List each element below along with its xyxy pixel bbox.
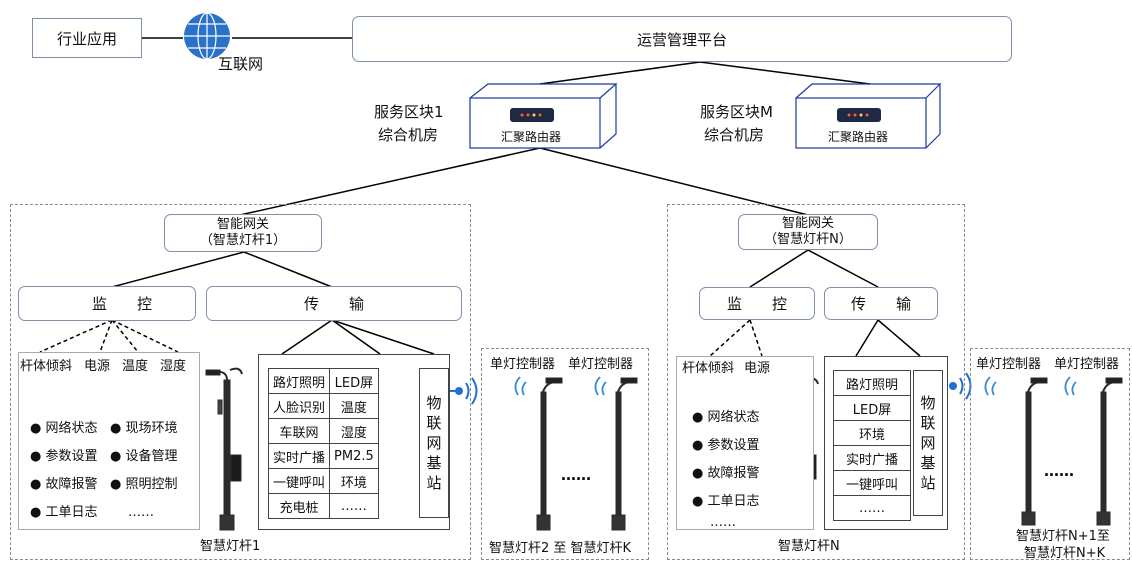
gateway-sublabel: （智慧灯杆1） — [199, 233, 287, 248]
pole-range-label-line1: 智慧灯杆N+1至 — [1016, 529, 1110, 544]
blockm-title: 服务区块M — [700, 103, 773, 121]
gateway-sublabel: （智慧灯杆N） — [764, 232, 852, 247]
transmit-box-1: 传 输 — [206, 286, 462, 321]
list-item: ● 网络状态 — [692, 410, 760, 425]
table-row: 环境 — [833, 420, 911, 446]
gateway-label: 智能网关 — [216, 217, 269, 232]
monitor-features-n: ● 网络状态 ● 参数设置 ● 故障报警 ● 工单日志 …… — [692, 404, 760, 530]
street-light-pole — [1021, 377, 1048, 526]
sensor-label-power: 电源 — [744, 361, 771, 376]
ellipsis-dots: …… — [1044, 462, 1074, 480]
street-light-pole — [1096, 377, 1123, 526]
list-item: ● 现场环境 — [110, 421, 178, 436]
table-row: 实时广播 — [833, 445, 911, 471]
monitor-features-col2: ● 现场环境 ● 设备管理 ● 照明控制 …… — [110, 415, 178, 527]
monitor-label: 监 控 — [91, 295, 152, 313]
table-row: 一键呼叫 — [833, 470, 911, 496]
blockm-subtitle: 综合机房 — [704, 126, 765, 144]
list-item: ● 故障报警 — [692, 466, 760, 481]
table-row: 人脸识别温度 — [267, 393, 379, 419]
table-row: LED屏 — [833, 395, 911, 421]
router-device-icon — [837, 108, 881, 122]
industry-app-label: 行业应用 — [56, 29, 117, 48]
street-light-pole — [536, 377, 563, 531]
sensor-panel-n — [676, 356, 814, 530]
group-frame-right — [667, 204, 965, 560]
pole-range-label-1: 智慧灯杆2 至 智慧灯杆K — [489, 541, 632, 556]
pole-range-label-line2: 智慧灯杆N+K — [1024, 546, 1106, 561]
router-device-icon — [510, 108, 554, 122]
iot-base-station-1: 物联网基站 — [419, 368, 449, 518]
list-item: ● 工单日志 — [692, 494, 760, 509]
single-controller-label: 单灯控制器 — [976, 357, 1042, 372]
router-cabinet-m — [795, 83, 942, 149]
list-item: ● 设备管理 — [110, 449, 178, 464]
sensor-label-tilt: 杆体倾斜 — [682, 361, 735, 376]
sensor-label-temp: 温度 — [122, 359, 149, 374]
transmit-label: 传 输 — [850, 295, 911, 313]
block1-subtitle: 综合机房 — [378, 126, 439, 144]
monitor-box-1: 监 控 — [18, 286, 196, 321]
transmit-table-n: 路灯照明 LED屏 环境 实时广播 一键呼叫 …… — [833, 370, 911, 521]
block1-router-label: 汇聚路由器 — [501, 130, 562, 144]
table-row: 车联网湿度 — [267, 418, 379, 444]
street-light-pole — [205, 367, 243, 531]
sensor-panel-1 — [18, 352, 200, 530]
ops-platform-box: 运营管理平台 — [352, 16, 1012, 62]
group-frame-left-single — [481, 348, 649, 560]
single-controller-label: 单灯控制器 — [568, 357, 634, 372]
table-row: …… — [833, 495, 911, 521]
single-controller-label: 单灯控制器 — [1054, 357, 1120, 372]
gateway-box-n: 智能网关 （智慧灯杆N） — [738, 214, 878, 250]
block1-title: 服务区块1 — [374, 103, 444, 121]
gateway-label: 智能网关 — [781, 216, 834, 231]
list-item: …… — [128, 505, 154, 520]
list-item: ● 参数设置 — [692, 438, 760, 453]
monitor-box-n: 监 控 — [699, 287, 815, 320]
gateway-box-1: 智能网关 （智慧灯杆1） — [164, 214, 322, 252]
sensor-label-tilt: 杆体倾斜 — [20, 359, 73, 374]
table-row: 充电桩…… — [267, 493, 379, 519]
table-row: 一键呼叫环境 — [267, 468, 379, 494]
industry-app-box: 行业应用 — [32, 18, 142, 58]
list-item: ● 照明控制 — [110, 477, 178, 492]
transmit-box-n: 传 输 — [824, 287, 938, 320]
router-cabinet-1 — [469, 83, 618, 149]
ops-platform-label: 运营管理平台 — [636, 30, 727, 49]
sensor-label-power: 电源 — [84, 359, 111, 374]
list-item: ● 网络状态 — [30, 421, 98, 436]
ellipsis-dots: …… — [561, 466, 591, 484]
sensor-label-humidity: 湿度 — [160, 359, 187, 374]
wireless-signal-icon — [449, 377, 478, 405]
blockm-router-label: 汇聚路由器 — [828, 130, 889, 144]
pole-label-n: 智慧灯杆N — [778, 539, 840, 554]
internet-label: 互联网 — [218, 55, 264, 73]
list-item: ● 参数设置 — [30, 449, 98, 464]
transmit-label: 传 输 — [303, 295, 364, 313]
pole-label-1: 智慧灯杆1 — [200, 539, 261, 554]
list-item: ● 故障报警 — [30, 477, 98, 492]
group-frame-left — [10, 204, 471, 560]
iot-base-station-n: 物联网基站 — [913, 370, 943, 516]
single-controller-label: 单灯控制器 — [490, 357, 556, 372]
monitor-label: 监 控 — [726, 295, 787, 313]
globe-icon — [184, 12, 230, 60]
group-frame-right-single — [970, 348, 1130, 560]
table-row: 路灯照明 — [833, 370, 911, 396]
list-item: ● 工单日志 — [30, 505, 98, 520]
street-light-pole — [611, 377, 638, 531]
list-item: …… — [710, 515, 736, 530]
controller-signal-icon — [514, 376, 1077, 396]
monitor-features-col1: ● 网络状态 ● 参数设置 ● 故障报警 ● 工单日志 — [30, 415, 98, 527]
